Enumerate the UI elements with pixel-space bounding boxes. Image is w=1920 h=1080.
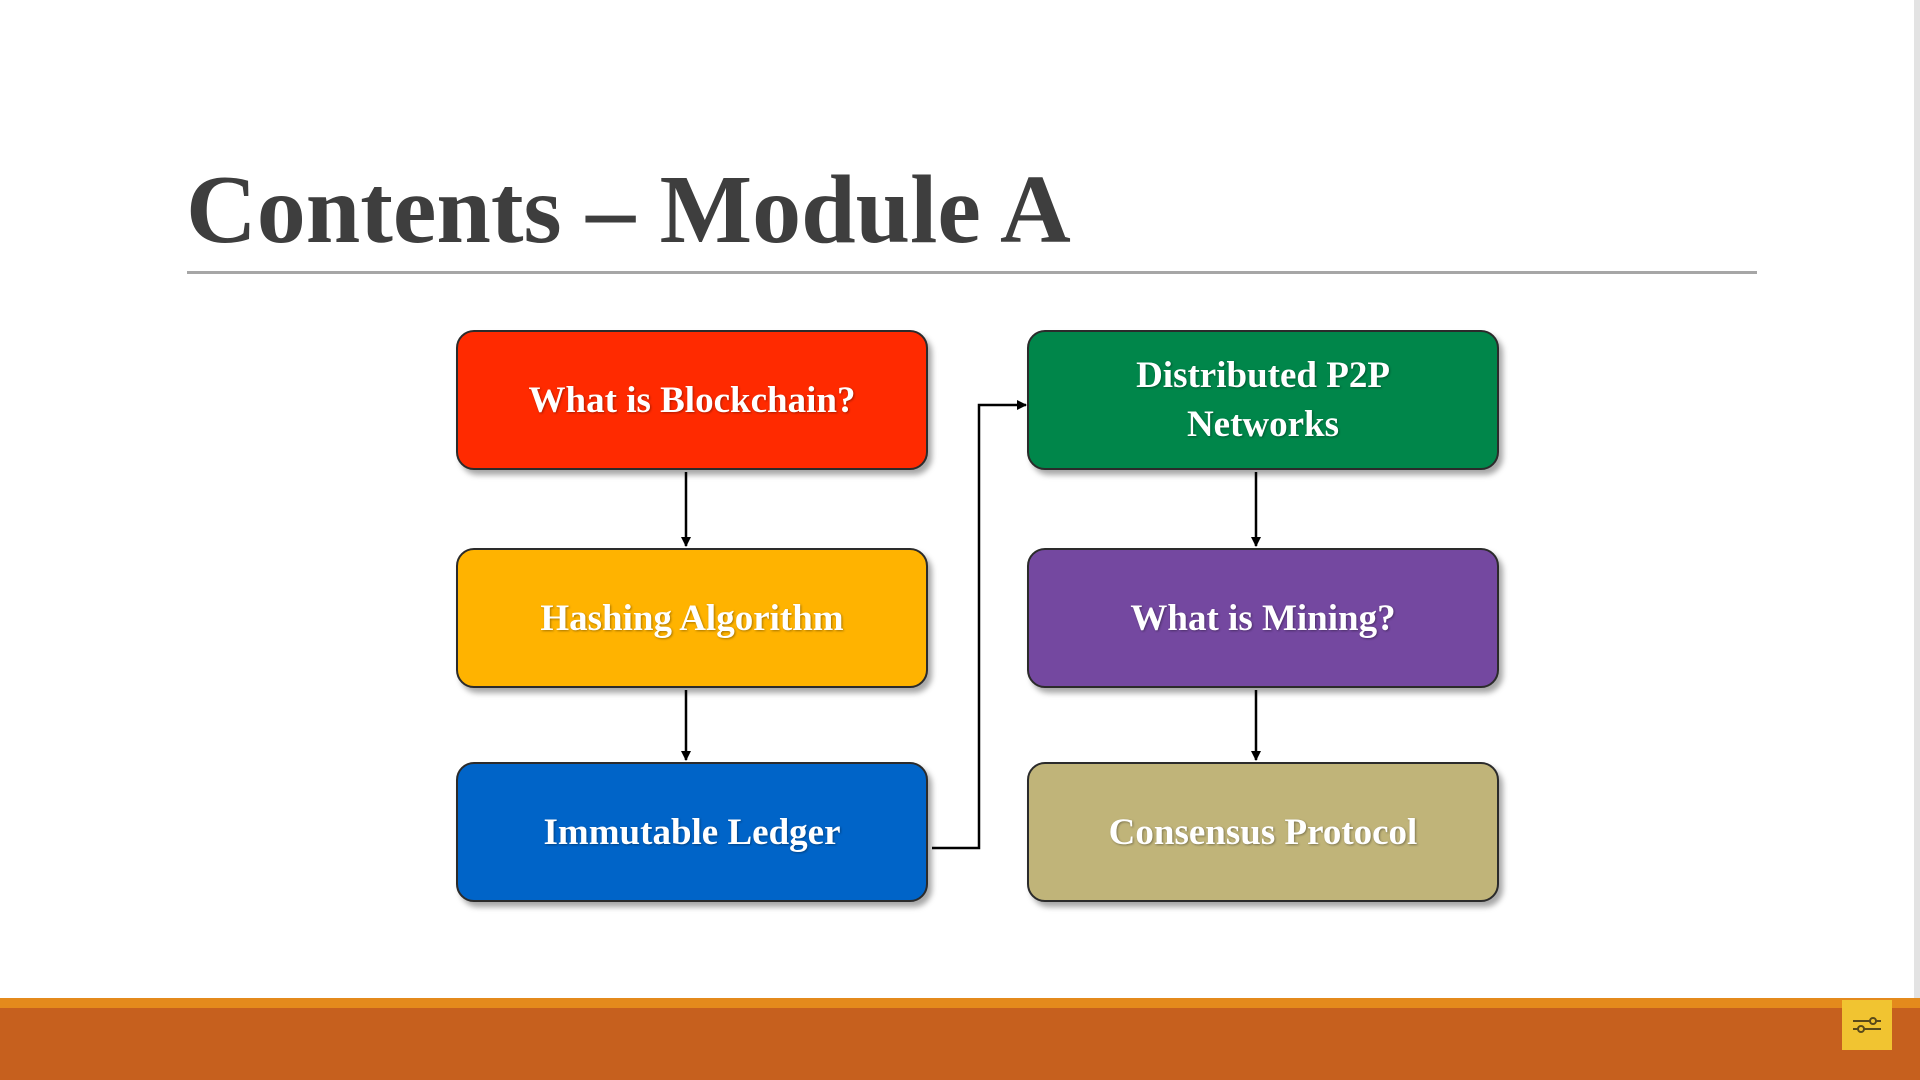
node-label: Consensus Protocol (1108, 811, 1418, 853)
node-what-is-blockchain: What is Blockchain? (456, 330, 928, 470)
slide-right-edge (1914, 0, 1920, 1000)
node-what-is-mining: What is Mining? (1027, 548, 1499, 688)
edge-ledger-to-p2p (932, 400, 1027, 850)
node-label: What is Blockchain? (528, 379, 856, 421)
node-label: Hashing Algorithm (540, 597, 844, 639)
slide-tools-button[interactable] (1842, 1000, 1892, 1050)
footer-band (0, 998, 1920, 1080)
node-label: Distributed P2P Networks (1136, 355, 1390, 445)
node-label: What is Mining? (1130, 597, 1396, 639)
node-distributed-p2p-networks: Distributed P2P Networks (1027, 330, 1499, 470)
tools-icon (1853, 1017, 1881, 1033)
node-label: Immutable Ledger (543, 811, 841, 853)
footer-accent-stripe (0, 998, 1920, 1008)
title-underline (187, 271, 1757, 274)
slide-title: Contents – Module A (186, 156, 1071, 264)
node-consensus-protocol: Consensus Protocol (1027, 762, 1499, 902)
node-hashing-algorithm: Hashing Algorithm (456, 548, 928, 688)
node-immutable-ledger: Immutable Ledger (456, 762, 928, 902)
